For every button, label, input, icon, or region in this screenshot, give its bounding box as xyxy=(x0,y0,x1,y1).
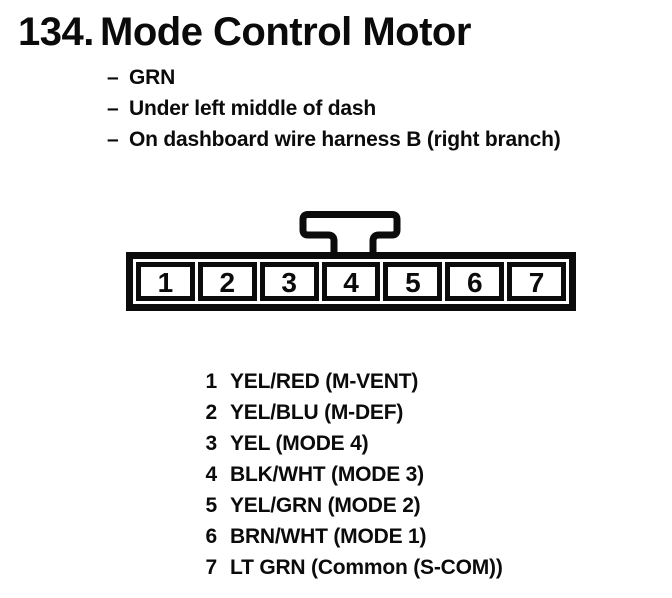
pin-number: 4 xyxy=(205,463,218,486)
note-line: –Under left middle of dash xyxy=(107,93,561,124)
pin-wire-label: YEL/RED (M-VENT) xyxy=(230,370,419,393)
note-line: –GRN xyxy=(107,62,561,93)
item-number: 134. xyxy=(18,10,94,54)
connector-cavity-2: 2 xyxy=(197,262,257,301)
connector-lock-tab-icon xyxy=(299,211,401,257)
pin-row: 4 BLK/WHT (MODE 3) xyxy=(205,459,503,490)
pin-row: 7 LT GRN (Common (S-COM)) xyxy=(205,552,503,583)
note-text: GRN xyxy=(129,66,176,89)
note-dash: – xyxy=(107,128,119,151)
item-title: Mode Control Motor xyxy=(100,10,471,54)
pin-wire-label: BLK/WHT (MODE 3) xyxy=(230,463,424,486)
note-dash: – xyxy=(107,66,119,89)
pin-row: 5 YEL/GRN (MODE 2) xyxy=(205,490,503,521)
pin-wire-list: 1 YEL/RED (M-VENT) 2 YEL/BLU (M-DEF) 3 YEL (M… xyxy=(205,366,503,583)
pin-wire-label: YEL/BLU (M-DEF) xyxy=(230,401,404,424)
pin-wire-label: BRN/WHT (MODE 1) xyxy=(230,525,427,548)
connector-cavity-4: 4 xyxy=(321,262,381,301)
page-title: 134. Mode Control Motor xyxy=(18,10,471,54)
pin-row: 3 YEL (MODE 4) xyxy=(205,428,503,459)
note-text: On dashboard wire harness B (right branc… xyxy=(129,128,561,151)
pin-row: 1 YEL/RED (M-VENT) xyxy=(205,366,503,397)
connector-cavity-1: 1 xyxy=(136,262,195,301)
connector-cavity-5: 5 xyxy=(383,262,443,301)
pin-wire-label: YEL (MODE 4) xyxy=(230,432,369,455)
pin-number: 1 xyxy=(205,370,218,393)
note-text: Under left middle of dash xyxy=(129,97,377,120)
pin-wire-label: LT GRN (Common (S-COM)) xyxy=(230,556,503,579)
pin-wire-label: YEL/GRN (MODE 2) xyxy=(230,494,421,517)
connector-cavity-3: 3 xyxy=(259,262,319,301)
connector-cavity-7: 7 xyxy=(507,262,567,301)
note-line: –On dashboard wire harness B (right bran… xyxy=(107,124,561,155)
pin-number: 2 xyxy=(205,401,218,424)
connector-cavity-6: 6 xyxy=(445,262,505,301)
pin-row: 2 YEL/BLU (M-DEF) xyxy=(205,397,503,428)
connector-notes: –GRN–Under left middle of dash–On dashbo… xyxy=(107,62,561,155)
pin-number: 3 xyxy=(205,432,218,455)
pin-number: 5 xyxy=(205,494,218,517)
note-dash: – xyxy=(107,97,119,120)
pin-row: 6 BRN/WHT (MODE 1) xyxy=(205,521,503,552)
pin-number: 6 xyxy=(205,525,218,548)
pin-number: 7 xyxy=(205,556,218,579)
